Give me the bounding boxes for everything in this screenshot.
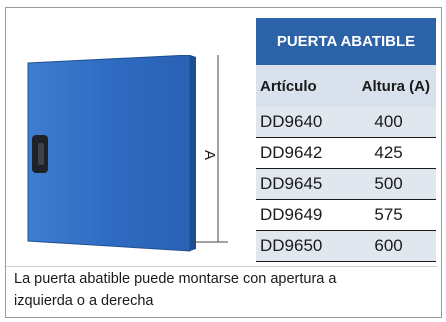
row-height: 425 [341, 137, 436, 169]
door-illustration: A [27, 55, 228, 252]
row-article: DD9645 [256, 168, 342, 200]
table-row: DD9642 425 [256, 137, 436, 169]
row-article: DD9640 [256, 107, 342, 138]
divider [4, 266, 437, 267]
column-header-article: Artículo [256, 65, 342, 107]
caption: La puerta abatible puede montarse con ap… [14, 271, 337, 309]
row-height: 400 [341, 107, 436, 138]
table-row: DD9649 575 [256, 199, 436, 231]
handle-icon [32, 135, 48, 173]
table-title: PUERTA ABATIBLE [256, 18, 436, 65]
row-article: DD9650 [256, 230, 342, 262]
dimension-line [192, 55, 228, 243]
spec-table: PUERTA ABATIBLE Artículo Altura (A) DD96… [256, 18, 436, 262]
dimension-label: A [201, 150, 218, 160]
row-height: 500 [341, 168, 436, 200]
table-row: DD9650 600 [256, 230, 436, 262]
table-row: DD9640 400 [256, 107, 436, 138]
column-header-height: Altura (A) [341, 65, 436, 107]
table-row: DD9645 500 [256, 168, 436, 200]
door-panel [27, 55, 191, 252]
row-article: DD9642 [256, 137, 342, 169]
row-height: 600 [341, 230, 436, 262]
row-article: DD9649 [256, 199, 342, 231]
row-height: 575 [341, 199, 436, 231]
